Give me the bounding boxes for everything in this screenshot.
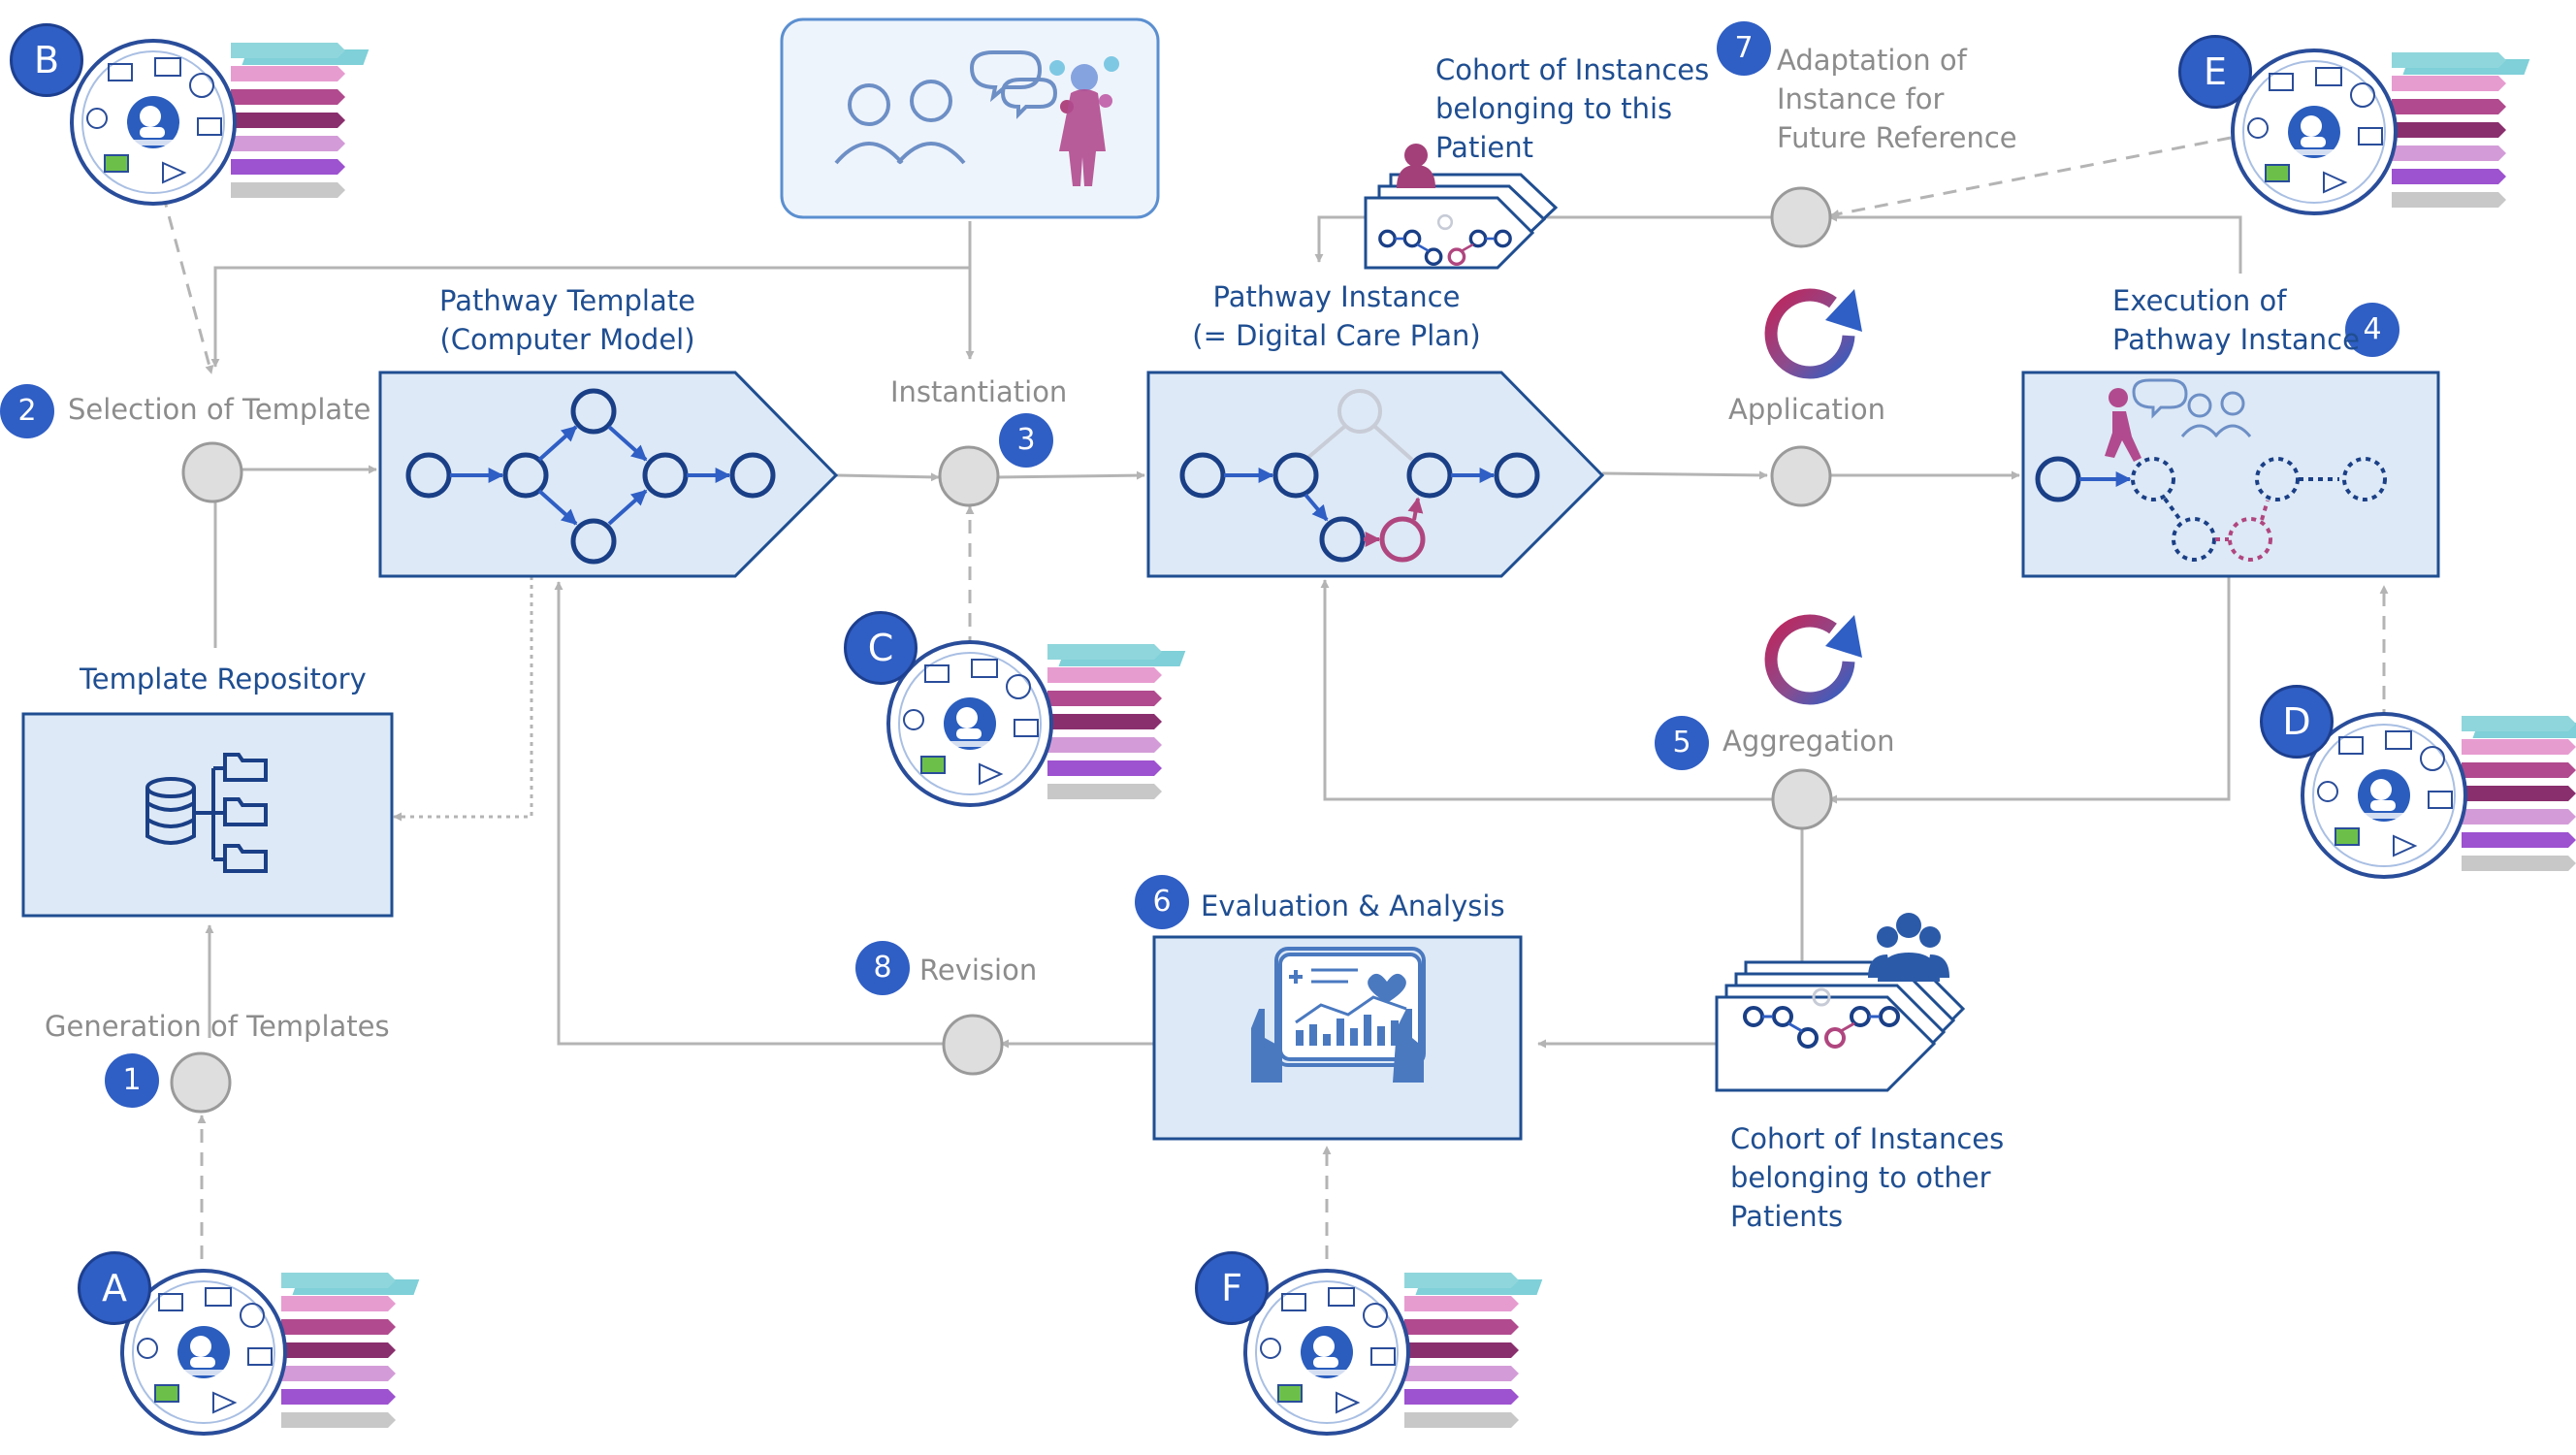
label-pathway-instance-line1: Pathway Instance [1212, 280, 1461, 313]
label-evaluation: Evaluation & Analysis [1201, 889, 1505, 922]
connector-resource-b [161, 193, 214, 374]
junction-selection [181, 441, 243, 503]
label-cohort-this-patient-line3: Patient [1435, 131, 1533, 164]
junction-application [1770, 445, 1832, 507]
label-adaptation-line3: Future Reference [1777, 121, 2017, 154]
connector-execution-to-adaptation [1828, 212, 2242, 274]
label-pathway-template-line1: Pathway Template [439, 284, 695, 317]
connector-resource-e [1830, 136, 2232, 218]
label-aggregation: Aggregation [1723, 725, 1895, 758]
resource-letter-f: F [1195, 1251, 1269, 1325]
connector-adaptation-to-cohort [1314, 215, 1773, 263]
digital-twin-resource-b [70, 39, 371, 206]
pathway-instance-box [1146, 371, 1605, 578]
junction-aggregation [1771, 768, 1833, 830]
label-application: Application [1728, 393, 1886, 426]
resource-letter-c: C [844, 611, 918, 685]
tablet-analytics-icon [1251, 947, 1426, 1083]
junction-adaptation [1770, 186, 1832, 248]
pathway-template-box [378, 371, 839, 578]
label-pathway-template-line2: (Computer Model) [439, 323, 695, 356]
connector-revision-to-template [554, 581, 947, 1046]
digital-twin-resource-e [2231, 48, 2532, 215]
label-instantiation: Instantiation [890, 375, 1068, 408]
step-badge-2: 2 [0, 384, 54, 438]
template-repository-box [21, 712, 394, 918]
label-cohort-this-patient-line2: belonging to this [1435, 92, 1673, 125]
step-badge-6: 6 [1135, 875, 1189, 929]
label-cohort-other-patients-line2: belonging to other [1730, 1161, 1991, 1194]
connector-instantiation-to-instance [994, 470, 1145, 480]
evaluation-box [1152, 935, 1523, 1141]
aggregation-cycle-icon [1764, 614, 1862, 705]
junction-generation [170, 1051, 232, 1114]
label-adaptation-line1: Adaptation of [1777, 44, 1967, 77]
step-badge-7: 7 [1717, 21, 1771, 76]
label-execution-line2: Pathway Instance [2112, 323, 2360, 356]
label-pathway-instance-line2: (= Digital Care Plan) [1192, 319, 1481, 352]
label-revision: Revision [919, 954, 1038, 986]
resource-letter-a: A [78, 1251, 151, 1325]
label-execution-line1: Execution of [2112, 284, 2287, 317]
connector-template-to-repository [393, 576, 533, 822]
step-badge-5: 5 [1655, 716, 1709, 770]
label-pathway-instance: Pathway Instance (= Digital Care Plan) [1181, 277, 1492, 355]
resource-letter-d: D [2260, 685, 2334, 759]
digital-twin-resource-f [1243, 1269, 1545, 1436]
connectors [161, 136, 2389, 1282]
database-tree-icon [145, 753, 268, 873]
junction-revision [942, 1014, 1004, 1076]
connector-instance-to-application [1601, 470, 1768, 480]
label-generation-of-templates: Generation of Templates [45, 1010, 390, 1043]
label-cohort-other-patients-line1: Cohort of Instances [1730, 1122, 2005, 1155]
walking-person-icon [2105, 388, 2141, 462]
template-flow-nodes [405, 388, 776, 565]
label-template-repository: Template Repository [80, 663, 367, 695]
digital-twin-resource-c [886, 640, 1188, 807]
patient-figure-icon [1049, 56, 1119, 186]
connector-execution-to-aggregation [1828, 576, 2231, 804]
step-badge-4: 4 [2345, 303, 2399, 357]
junction-instantiation [938, 445, 1000, 507]
label-cohort-other-patients: Cohort of Instances belonging to other P… [1730, 1119, 2004, 1236]
people-group-icon [1868, 913, 1949, 982]
label-adaptation: Adaptation of Instance for Future Refere… [1777, 41, 2017, 157]
cohort-this-patient-stack [1364, 144, 1559, 270]
step-badge-8: 8 [855, 941, 910, 995]
resource-letter-e: E [2178, 35, 2252, 109]
digital-twin-resource-d [2301, 712, 2576, 879]
connector-aggregation-to-instance [1320, 579, 1775, 801]
label-cohort-this-patient: Cohort of Instances belonging to this Pa… [1435, 50, 1709, 167]
label-cohort-this-patient-line1: Cohort of Instances [1435, 53, 1710, 86]
connector-clinicians-to-selection [210, 266, 970, 368]
cohort-other-patients-stack [1715, 913, 1966, 1092]
junction-nodes [170, 186, 1833, 1114]
resource-letter-b: B [10, 23, 83, 97]
step-badge-1: 1 [105, 1053, 159, 1108]
patient-person-icon [1397, 144, 1435, 188]
connector-template-to-instantiation [835, 472, 940, 482]
label-adaptation-line2: Instance for [1777, 82, 1945, 115]
step-badge-3: 3 [999, 413, 1053, 468]
execution-box [2021, 371, 2440, 578]
clinicians-patient-icon [834, 50, 1058, 165]
label-selection-of-template: Selection of Template [68, 393, 371, 426]
application-cycle-icon [1764, 288, 1862, 379]
clinicians-patient-box [780, 17, 1160, 219]
label-cohort-other-patients-line3: Patients [1730, 1200, 1844, 1233]
label-pathway-template: Pathway Template (Computer Model) [436, 281, 698, 359]
label-execution: Execution of Pathway Instance [2112, 281, 2360, 359]
digital-twin-resource-a [120, 1269, 422, 1436]
